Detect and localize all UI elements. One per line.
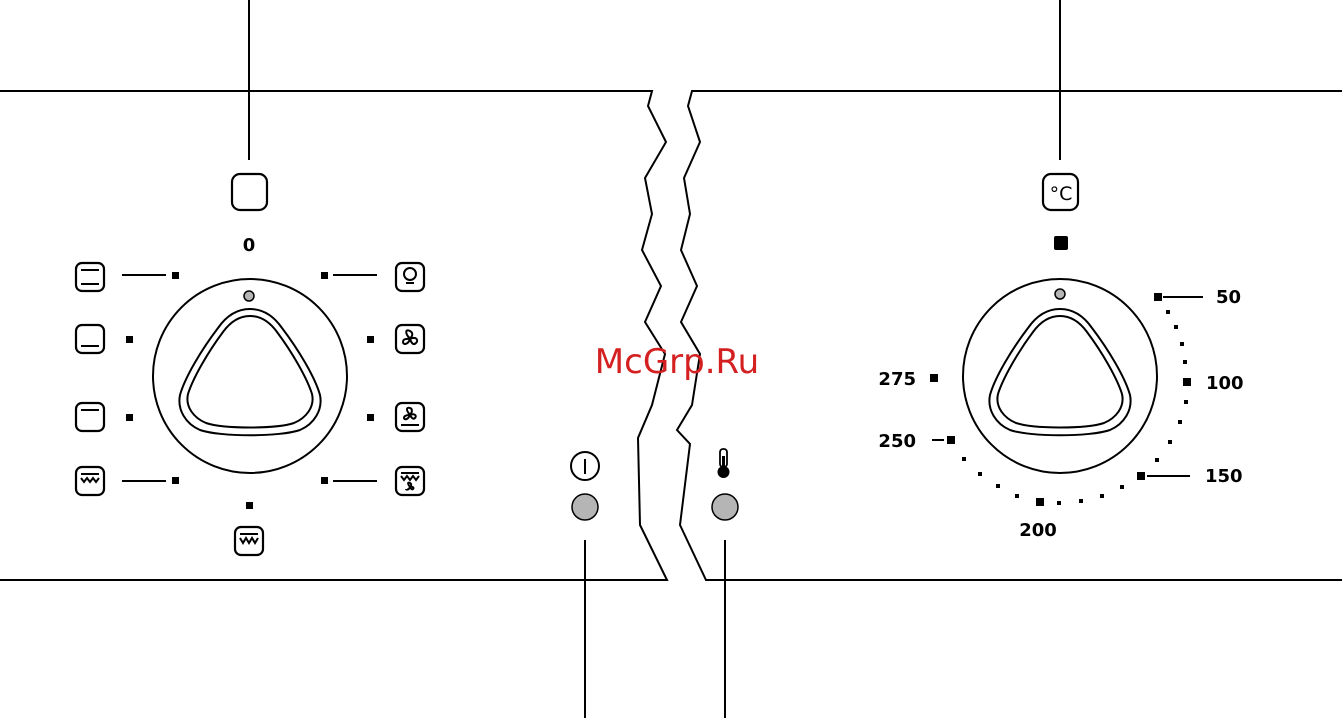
scale-dot [1154, 293, 1162, 301]
bottom-heat-icon [76, 325, 104, 353]
scale-dot-small [996, 484, 1000, 488]
thermostat-indicator [712, 449, 738, 520]
temperature-label-100: 100 [1206, 373, 1244, 394]
top-heat-icon [76, 403, 104, 431]
scale-dot-small [978, 472, 982, 476]
knob-grip-inner [187, 316, 312, 428]
fan-grill-icon [396, 467, 424, 495]
position-dot [321, 272, 328, 279]
scale-dot [1137, 472, 1145, 480]
temperature-selector: °C 50 100 150 200 250 [878, 174, 1243, 541]
grill-icon [76, 467, 104, 495]
scale-dot-small [1155, 458, 1159, 462]
scale-dot-small [1180, 342, 1184, 346]
scale-dot [930, 374, 938, 382]
thermometer-icon [718, 449, 730, 478]
temperature-label-50: 50 [1216, 287, 1241, 308]
celsius-symbol: °C [1050, 183, 1073, 205]
scale-dot [1036, 498, 1044, 506]
knob-grip-outer [179, 309, 320, 435]
fan-bottom-heat-icon [396, 403, 424, 431]
temperature-label-200: 200 [1019, 520, 1057, 541]
scale-dot-small [1079, 499, 1083, 503]
scale-dot-small [1168, 440, 1172, 444]
watermark-text: McGrp.Ru [595, 342, 759, 382]
scale-dot-small [1174, 325, 1178, 329]
temperature-off-marker [1054, 236, 1068, 250]
fan-icon [396, 325, 424, 353]
scale-dot-small [962, 457, 966, 461]
power-indicator-lamp [572, 494, 598, 520]
scale-dot-small [1100, 494, 1104, 498]
position-dot [172, 477, 179, 484]
oven-light-icon [396, 263, 424, 291]
knob-grip-outer [989, 309, 1130, 435]
knob-indicator-dot [1055, 289, 1065, 299]
scale-dot-small [1184, 400, 1188, 404]
scale-dot-small [1178, 420, 1182, 424]
position-dot [367, 336, 374, 343]
rounded-square-icon [232, 174, 267, 210]
temperature-label-250: 250 [878, 431, 916, 452]
scale-dot [947, 436, 955, 444]
position-dot [246, 502, 253, 509]
position-dot [172, 272, 179, 279]
scale-dot-small [1015, 494, 1019, 498]
function-selector: 0 [76, 174, 424, 555]
scale-dot-small [1057, 501, 1061, 505]
top-bottom-heat-icon [76, 263, 104, 291]
position-dot [126, 336, 133, 343]
position-dot [367, 414, 374, 421]
off-position-label: 0 [243, 235, 256, 256]
knob-grip-inner [997, 316, 1122, 428]
thermostat-indicator-lamp [712, 494, 738, 520]
temperature-label-150: 150 [1205, 466, 1243, 487]
scale-dot [1183, 378, 1191, 386]
temperature-label-275: 275 [878, 369, 916, 390]
scale-dot-small [1120, 485, 1124, 489]
position-dot [321, 477, 328, 484]
power-indicator [571, 452, 599, 520]
knob-indicator-dot [244, 291, 254, 301]
panel-outline-right [677, 91, 1342, 580]
scale-dot-small [1166, 310, 1170, 314]
position-dot [126, 414, 133, 421]
scale-dot-small [1183, 360, 1187, 364]
full-grill-icon [235, 527, 263, 555]
